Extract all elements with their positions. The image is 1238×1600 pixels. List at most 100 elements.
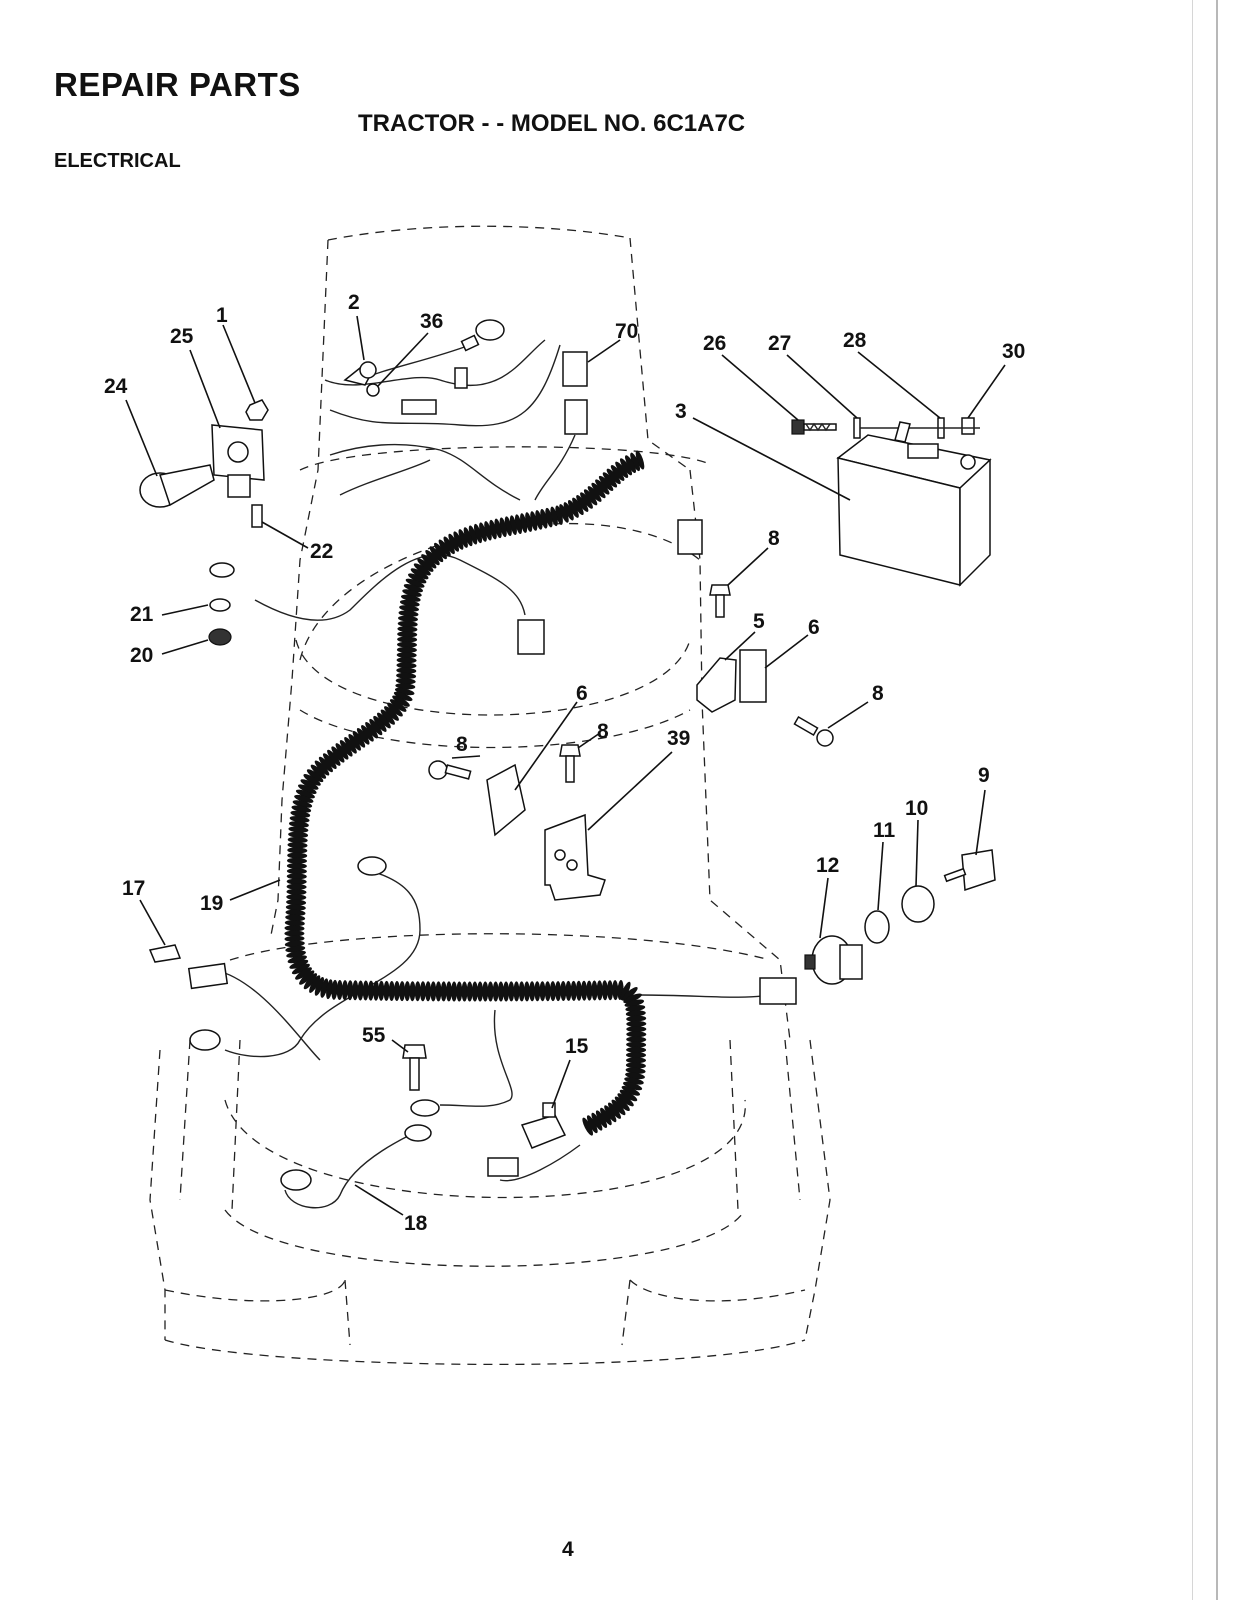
ground-ring-terminal-part	[410, 1099, 440, 1117]
coil-segment	[395, 678, 416, 685]
coil-segment	[471, 981, 478, 1002]
star-washer-part	[366, 383, 380, 397]
ignition-nut-part	[864, 910, 890, 944]
coil-segment	[314, 760, 330, 776]
callout-2: 2	[348, 291, 360, 314]
coil-segment	[288, 821, 309, 828]
coil-segment	[327, 749, 341, 766]
nut-part	[245, 399, 269, 421]
callout-1: 1	[216, 304, 228, 327]
coil-segment	[619, 458, 633, 476]
coil-segment	[453, 531, 464, 550]
coil-segment	[626, 1031, 647, 1038]
coil-segment	[367, 980, 374, 1001]
coil-segment	[563, 502, 574, 521]
coil-segment	[383, 980, 390, 1001]
coil-segment	[621, 987, 638, 1001]
coil-segment	[400, 594, 421, 602]
coil-segment	[409, 981, 416, 1002]
seat-switch-connector-part	[487, 1157, 519, 1177]
coil-segment	[600, 1107, 612, 1126]
coil-segment	[419, 981, 426, 1002]
coil-segment	[341, 980, 348, 1001]
battery-hardware-part	[791, 417, 980, 439]
coil-segment	[630, 452, 641, 472]
coil-segment	[587, 486, 602, 502]
coil-segment	[544, 981, 551, 1002]
coil-segment	[318, 756, 333, 773]
coil-segment	[626, 1026, 647, 1033]
coil-segment	[295, 789, 315, 799]
coil-segment	[615, 461, 629, 478]
coil-segment	[440, 981, 447, 1002]
screw-center-left-part	[428, 760, 472, 780]
callout-numbers: 1 25 24 2 36 70 26 27 28 30 3 22 8 5 6 2…	[104, 291, 1025, 1235]
coil-segment	[539, 981, 546, 1002]
coil-segment	[287, 852, 308, 859]
washer-part	[209, 598, 231, 612]
coil-segment	[413, 563, 431, 576]
coil-segment	[384, 706, 399, 721]
coil-segment	[286, 878, 307, 885]
coil-segment	[399, 605, 420, 612]
coil-segment	[398, 615, 418, 622]
callout-70: 70	[615, 320, 638, 343]
coil-segment	[288, 826, 309, 833]
coil-segment	[434, 542, 447, 560]
coil-segment	[286, 883, 307, 890]
coil-segment	[625, 1062, 646, 1069]
terminal-boot-part	[139, 464, 215, 508]
coil-segment	[479, 522, 487, 542]
coil-segment	[625, 1005, 646, 1012]
coil-segment	[487, 981, 494, 1002]
coil-segment	[534, 981, 541, 1002]
coil-segment	[617, 1093, 634, 1107]
coil-segment	[286, 899, 307, 906]
tractor-outline	[149, 225, 831, 1366]
ring-terminal-part	[209, 562, 235, 578]
coil-segment	[402, 589, 422, 597]
callout-17: 17	[122, 877, 145, 900]
coil-segment	[625, 1067, 646, 1074]
coil-segment	[611, 1099, 626, 1116]
coil-segment	[560, 981, 567, 1001]
callout-30: 30	[1002, 340, 1025, 363]
coil-segment	[289, 816, 310, 823]
coil-segment	[614, 1096, 630, 1112]
coil-segment	[287, 955, 307, 964]
coil-segment	[288, 831, 309, 838]
bolt-part	[251, 504, 263, 528]
coil-segment	[331, 746, 345, 763]
coil-segment	[335, 743, 349, 760]
coil-segment	[290, 810, 311, 818]
coil-segment	[397, 641, 417, 648]
coil-segment	[373, 715, 387, 732]
callout-26: 26	[703, 332, 726, 355]
coil-segment	[425, 981, 432, 1002]
callout-19: 19	[200, 892, 223, 915]
coil-segment	[287, 836, 308, 844]
coil-segment	[356, 727, 370, 745]
coil-segment	[456, 981, 463, 1002]
coil-segment	[394, 687, 415, 696]
coil-segment	[344, 736, 357, 754]
coil-segment	[421, 554, 437, 569]
solenoid-part	[211, 424, 265, 498]
callout-36: 36	[420, 310, 443, 333]
coil-segment	[570, 980, 577, 1001]
ignition-switch-part	[804, 935, 863, 985]
coil-segment	[361, 725, 374, 742]
coil-segment	[300, 779, 319, 790]
coil-segment	[565, 980, 572, 1001]
callout-9: 9	[978, 764, 990, 787]
coil-segment	[388, 981, 395, 1001]
coil-segment	[473, 523, 483, 544]
coil-segment	[620, 981, 631, 1001]
nut-lower-part	[208, 628, 232, 646]
callout-15: 15	[565, 1035, 589, 1058]
coil-segment	[438, 539, 451, 557]
coil-segment	[397, 626, 418, 633]
coiled-harness	[284, 450, 647, 1136]
coil-segment	[397, 636, 418, 643]
coil-segment	[525, 512, 533, 532]
